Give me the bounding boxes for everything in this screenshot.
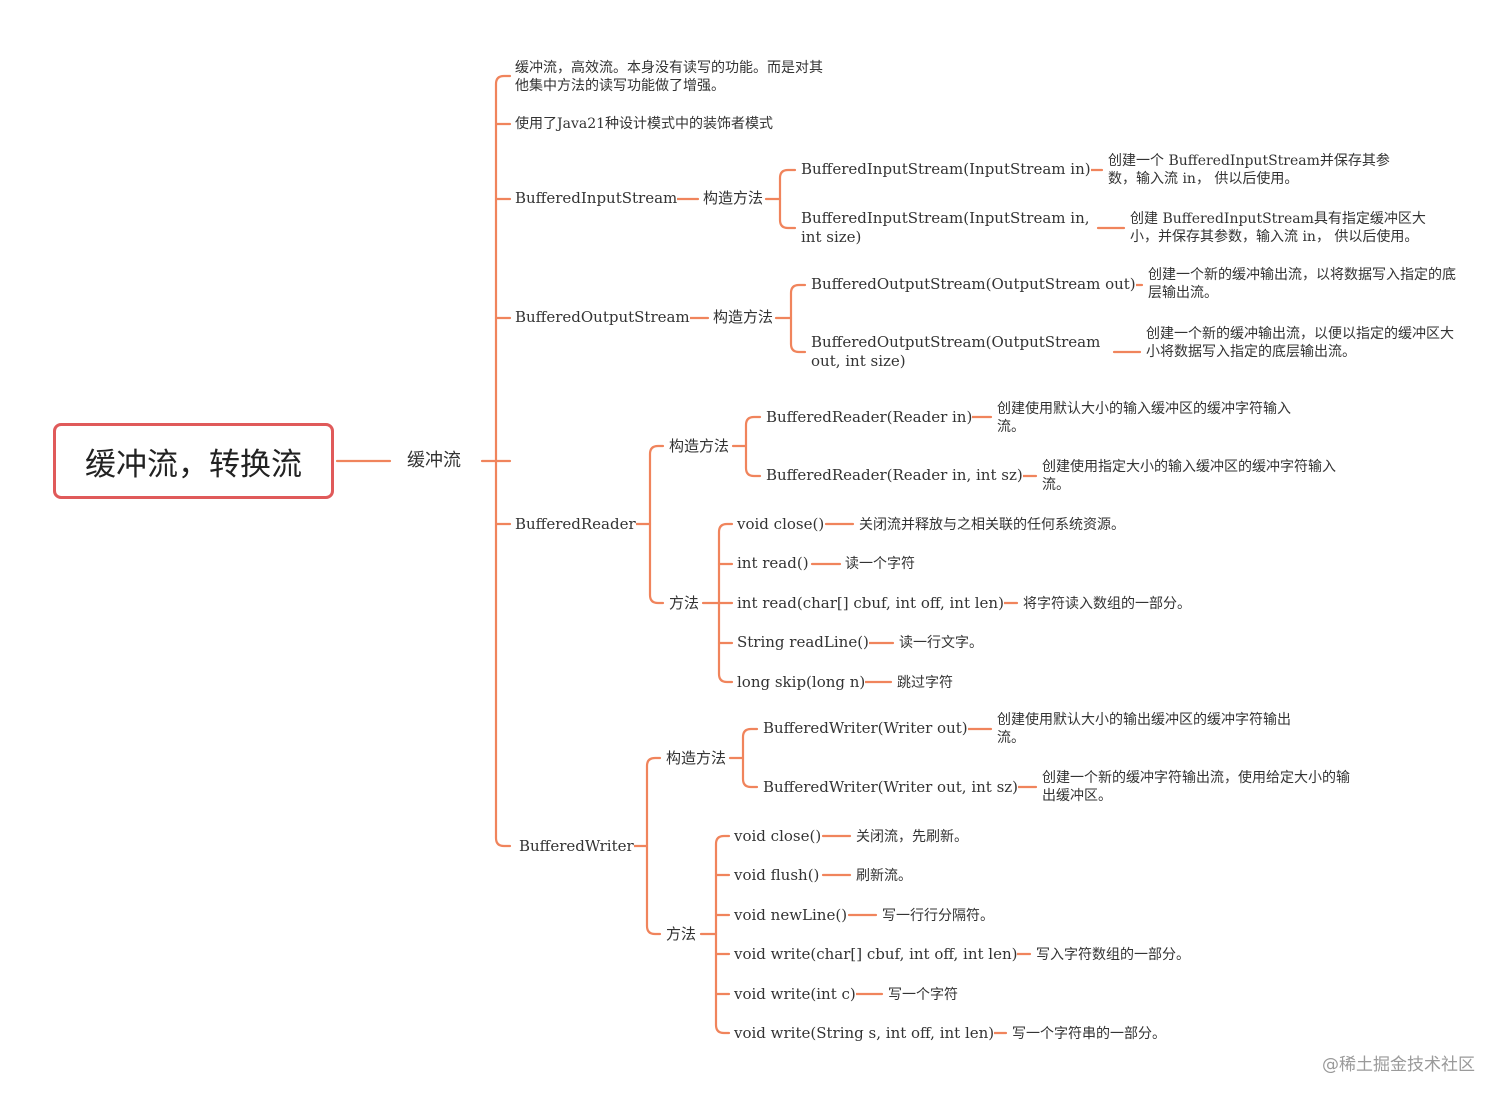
- reader-method-sig[interactable]: void close(): [737, 515, 825, 534]
- reader-method-sig[interactable]: String readLine(): [737, 633, 869, 652]
- connector-bos-bracket: [789, 283, 807, 354]
- writer-method-sig[interactable]: void write(char[] cbuf, int off, int len…: [734, 945, 1018, 964]
- connector-writer-method-bracket: [714, 834, 731, 1035]
- reader-method-sig[interactable]: long skip(long n): [737, 673, 866, 692]
- connector-reader-bracket: [648, 444, 665, 605]
- writer-method-desc[interactable]: 关闭流，先刷新。: [856, 828, 968, 846]
- writer-method-desc[interactable]: 写一行行分隔符。: [882, 907, 994, 925]
- writer-ctor-sig[interactable]: BufferedWriter(Writer out, int sz): [763, 778, 1019, 797]
- topic-bufferedinputstream[interactable]: BufferedInputStream: [515, 189, 678, 208]
- writer-methods[interactable]: 方法: [666, 925, 697, 944]
- writer-method-desc[interactable]: 写一个字符: [888, 986, 958, 1004]
- intro-decorator-pattern[interactable]: 使用了Java21种设计模式中的装饰者模式: [515, 115, 774, 133]
- reader-method-sig[interactable]: int read(): [737, 554, 809, 573]
- bis-ctor-sig[interactable]: BufferedInputStream(InputStream in, int …: [801, 209, 1096, 247]
- writer-ctor-desc[interactable]: 创建使用默认大小的输出缓冲区的缓冲字符输出流。: [997, 711, 1307, 747]
- reader-ctor-sig[interactable]: BufferedReader(Reader in, int sz): [766, 466, 1023, 485]
- connector-writer-ctor-bracket: [741, 727, 759, 789]
- reader-method-sig[interactable]: int read(char[] cbuf, int off, int len): [737, 594, 1004, 613]
- writer-constructors[interactable]: 构造方法: [666, 749, 727, 768]
- reader-ctor-desc[interactable]: 创建使用指定大小的输入缓冲区的缓冲字符输入流。: [1042, 458, 1352, 494]
- reader-ctor-desc[interactable]: 创建使用默认大小的输入缓冲区的缓冲字符输入流。: [997, 400, 1307, 436]
- reader-method-desc[interactable]: 读一个字符: [845, 555, 915, 573]
- reader-methods[interactable]: 方法: [669, 594, 700, 613]
- writer-method-sig[interactable]: void newLine(): [734, 906, 848, 925]
- bos-ctor-sig[interactable]: BufferedOutputStream(OutputStream out): [811, 275, 1136, 294]
- reader-method-desc[interactable]: 跳过字符: [897, 674, 953, 692]
- connector-bis-bracket: [778, 168, 797, 230]
- writer-method-sig[interactable]: void close(): [734, 827, 822, 846]
- connector-writer-bracket: [645, 756, 662, 936]
- topic-bufferedoutputstream[interactable]: BufferedOutputStream: [515, 308, 690, 327]
- intro-description[interactable]: 缓冲流，高效流。本身没有读写的功能。而是对其他集中方法的读写功能做了增强。: [515, 59, 827, 95]
- bos-constructors[interactable]: 构造方法: [713, 308, 774, 327]
- writer-method-desc[interactable]: 写入字符数组的一部分。: [1036, 946, 1190, 964]
- bis-constructors[interactable]: 构造方法: [703, 189, 764, 208]
- reader-constructors[interactable]: 构造方法: [669, 437, 730, 456]
- watermark: @稀土掘金技术社区: [1322, 1055, 1475, 1075]
- topic-buffered-streams[interactable]: 缓冲流: [407, 450, 461, 471]
- reader-method-desc[interactable]: 关闭流并释放与之相关联的任何系统资源。: [859, 516, 1125, 534]
- writer-method-sig[interactable]: void write(int c): [734, 985, 856, 1004]
- bos-ctor-desc[interactable]: 创建一个新的缓冲输出流，以便以指定的缓冲区大小将数据写入指定的底层输出流。: [1146, 325, 1461, 361]
- topic-bufferedreader[interactable]: BufferedReader: [515, 515, 636, 534]
- bis-ctor-sig[interactable]: BufferedInputStream(InputStream in): [801, 160, 1091, 179]
- topic-bufferedwriter[interactable]: BufferedWriter: [519, 837, 634, 856]
- writer-ctor-sig[interactable]: BufferedWriter(Writer out): [763, 719, 968, 738]
- writer-method-sig[interactable]: void flush(): [734, 866, 820, 885]
- connector-reader-ctor-bracket: [744, 415, 762, 478]
- bis-ctor-desc[interactable]: 创建 BufferedInputStream具有指定缓冲区大小，并保存其参数，输…: [1130, 210, 1435, 246]
- bis-ctor-desc[interactable]: 创建一个 BufferedInputStream并保存其参数，输入流 in， 供…: [1108, 152, 1398, 188]
- writer-ctor-desc[interactable]: 创建一个新的缓冲字符输出流，使用给定大小的输出缓冲区。: [1042, 769, 1352, 805]
- root-topic[interactable]: 缓冲流，转换流: [53, 423, 334, 499]
- bos-ctor-desc[interactable]: 创建一个新的缓冲输出流，以将数据写入指定的底层输出流。: [1148, 266, 1463, 302]
- writer-method-desc[interactable]: 写一个字符串的一部分。: [1012, 1025, 1166, 1043]
- writer-method-desc[interactable]: 刷新流。: [856, 867, 912, 885]
- bos-ctor-sig[interactable]: BufferedOutputStream(OutputStream out, i…: [811, 333, 1111, 371]
- reader-method-desc[interactable]: 读一行文字。: [899, 634, 983, 652]
- writer-method-sig[interactable]: void write(String s, int off, int len): [734, 1024, 995, 1043]
- reader-method-desc[interactable]: 将字符读入数组的一部分。: [1023, 595, 1191, 613]
- reader-ctor-sig[interactable]: BufferedReader(Reader in): [766, 408, 973, 427]
